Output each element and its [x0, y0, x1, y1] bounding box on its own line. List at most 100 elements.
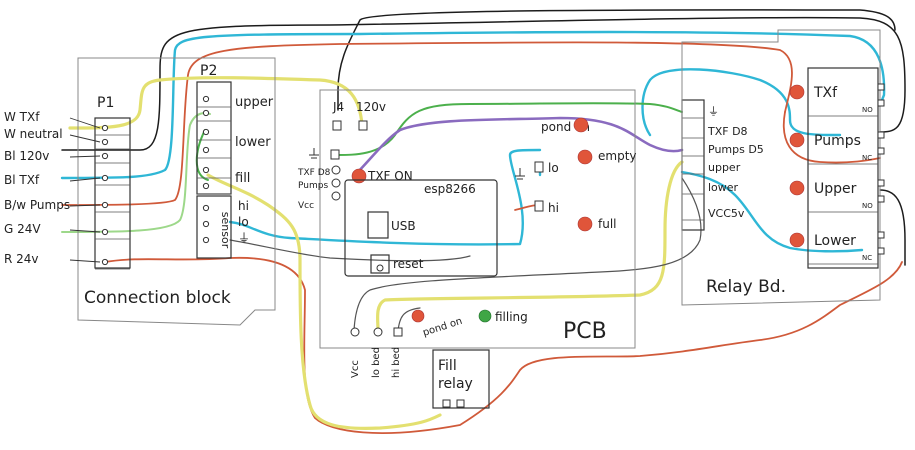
usb-label: USB	[391, 219, 416, 233]
relay-terminal	[877, 195, 885, 203]
relay-terminal	[877, 99, 885, 107]
relay-terminal	[877, 131, 885, 139]
wire-purple-pcb	[353, 116, 684, 177]
sensor-terminal	[202, 236, 210, 244]
pcb-hi-pin	[534, 200, 544, 212]
relay-led-lower	[789, 232, 805, 248]
wire-cyan-pcb-txf	[641, 68, 842, 137]
pcb-right-pin-label: upper	[708, 161, 741, 174]
pcb-right-pin-label: VCC5v	[708, 207, 745, 220]
left-label: W neutral	[4, 127, 63, 141]
p2-terminal	[202, 128, 210, 136]
j4-pin-1	[332, 120, 342, 131]
wire-lgreen-p2	[61, 112, 211, 233]
left-label: R 24v	[4, 252, 39, 266]
pcb-left-pin-pumps	[331, 178, 341, 188]
pcb-right-pin-label: Pumps D5	[708, 143, 764, 156]
pcb-left-pin-label: Pumps	[298, 181, 328, 191]
left-label: Bl 120v	[4, 149, 49, 163]
pcb-outline	[319, 89, 636, 349]
relay-led-txf	[789, 84, 805, 100]
txf-on-label: TXF ON	[367, 169, 413, 183]
left-label-leader	[69, 117, 101, 129]
sensor-terminal	[202, 204, 210, 212]
connection-block-title: Connection block	[84, 288, 231, 308]
pcb-sensor-ground-icon	[515, 168, 525, 180]
wire-cyan-lo	[228, 148, 542, 246]
left-label: G 24V	[4, 222, 41, 236]
wire-gray-hibed	[397, 307, 421, 331]
relay-label-lower: Lower	[814, 233, 856, 249]
wire-black-top-loop	[61, 16, 906, 151]
txf-on-led	[351, 168, 367, 184]
connection-block-outline	[77, 57, 276, 326]
empty-led	[577, 149, 593, 165]
usb-port-icon	[367, 211, 389, 239]
p2-label: P2	[200, 63, 217, 79]
pcb-hi-label: hi	[548, 201, 559, 215]
pond-on-small-led	[411, 309, 425, 323]
pcb-lo-label: lo	[548, 161, 559, 175]
sensor-label: sensor	[219, 212, 232, 249]
wire-gray-sensor	[229, 239, 471, 262]
p1-terminal	[101, 228, 109, 236]
left-label-leader	[69, 134, 101, 143]
relay-label-pumps: Pumps	[814, 133, 861, 149]
left-label: W TXf	[4, 110, 40, 124]
pcb-left-pin-label: Vcc	[298, 201, 314, 211]
relay-bank	[807, 67, 879, 269]
left-label: B/w Pumps	[4, 198, 70, 212]
pcb-bottom-pin-hibed	[393, 327, 403, 337]
relay-board-outline	[681, 29, 881, 306]
relay-terminal-label: NC	[862, 254, 872, 262]
pcb-right-pin-label: lower	[708, 181, 739, 194]
p2-terminal	[202, 166, 210, 174]
relay-led-pumps	[789, 132, 805, 148]
relay-terminal	[877, 179, 885, 187]
p2-label-fill: fill	[235, 171, 250, 186]
v120-label: 120v	[356, 100, 386, 114]
p2-rows	[197, 95, 231, 195]
fill-relay: Fill relay	[432, 349, 490, 409]
sensor-pin-label: hi	[238, 199, 249, 213]
wire-green-j4	[336, 102, 683, 156]
p1-terminal	[101, 124, 109, 132]
relay-label-upper: Upper	[814, 181, 857, 197]
left-label-leader	[69, 204, 101, 207]
p1-rows	[95, 124, 130, 270]
wire-cyan-relay-lower	[680, 170, 864, 253]
wire-yellow-top	[68, 76, 364, 130]
wire-black-relay-bottom	[879, 189, 906, 266]
relay-terminal-label: NC	[862, 154, 872, 162]
esp8266-module	[344, 179, 498, 277]
sensor-terminal	[202, 220, 210, 228]
wire-black-j4	[337, 9, 896, 111]
pcb-bottom-pin-lobed	[373, 327, 383, 337]
fill-relay-pin-1	[442, 399, 451, 408]
pcb-left-pin-gnd	[330, 149, 340, 160]
left-label: Bl TXf	[4, 173, 40, 187]
wire-yellow-upper	[375, 160, 684, 332]
reset-button-dot	[376, 264, 384, 272]
j4-label: J4	[332, 100, 344, 114]
p2-label-upper: upper	[235, 95, 274, 110]
p1-terminal	[101, 138, 109, 146]
p1-terminal	[101, 152, 109, 160]
p2-terminal	[202, 146, 210, 154]
sensor-block	[196, 195, 232, 259]
full-led	[577, 216, 593, 232]
empty-label: empty	[598, 149, 637, 163]
wire-red-top-outer	[61, 41, 793, 206]
pcb-left-pin-vcc	[331, 191, 341, 201]
p1-terminal-strip	[94, 117, 131, 269]
left-label-leader	[69, 229, 101, 233]
pcb-right-pin-label: TXF D8	[707, 125, 748, 138]
relay-board-label: Relay Bd.	[706, 277, 786, 297]
